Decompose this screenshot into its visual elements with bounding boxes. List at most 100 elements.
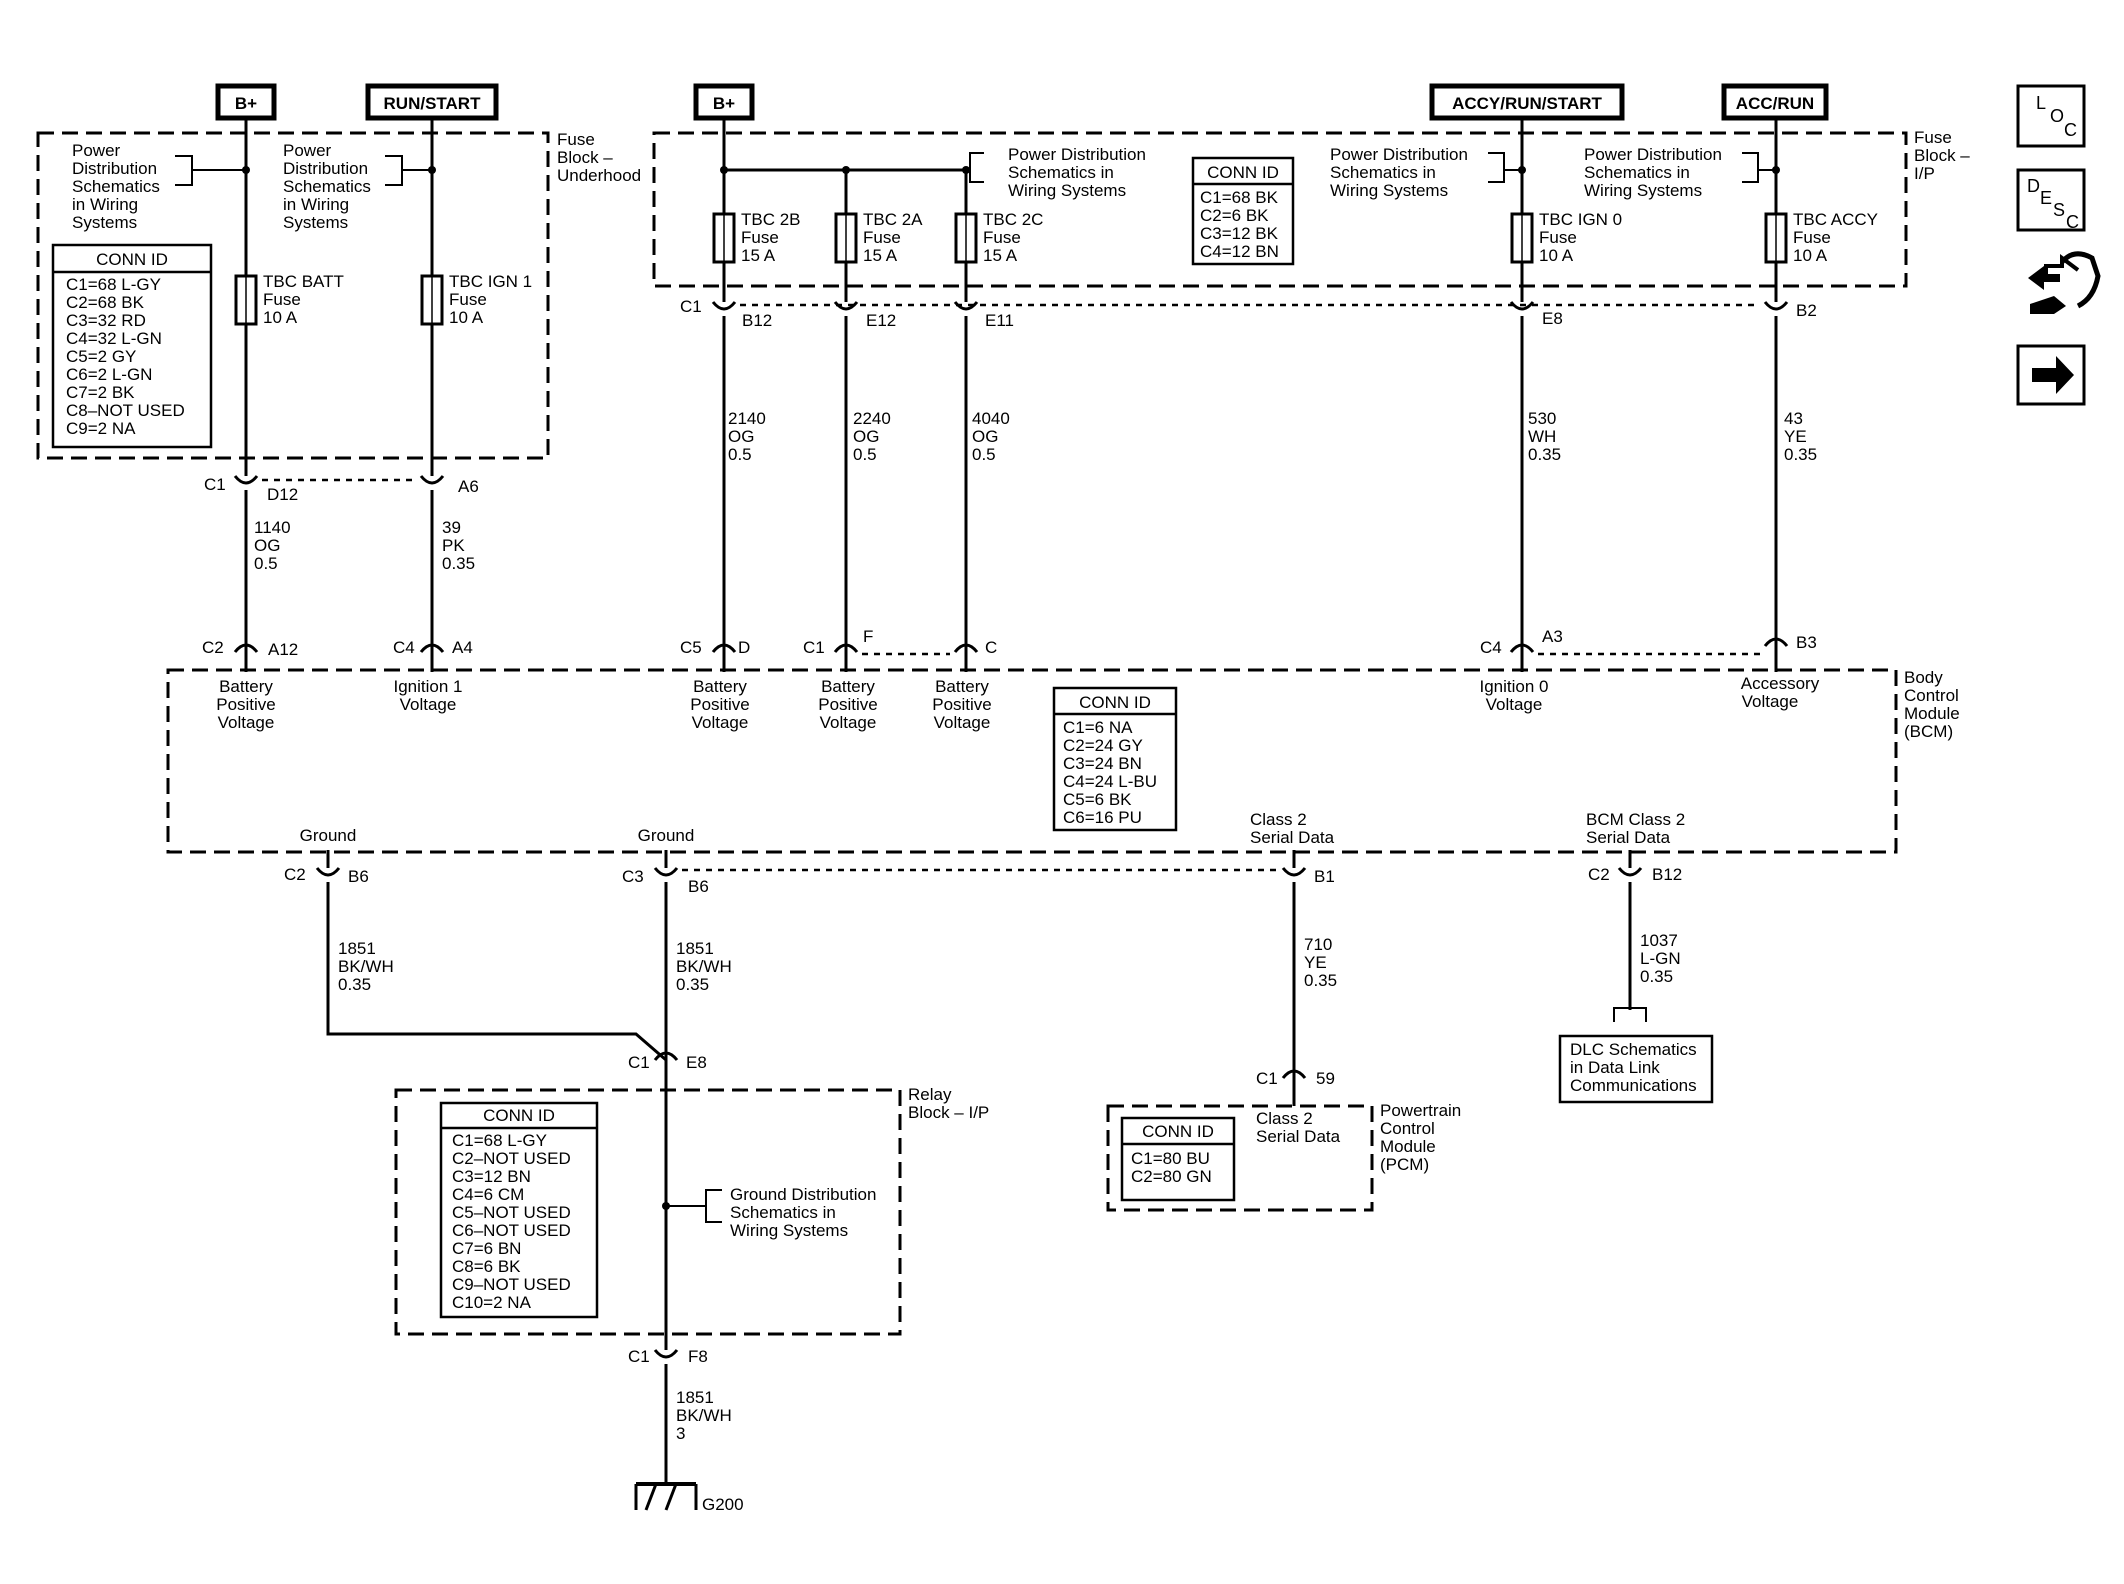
power-distribution-ref-right-2[interactable]: Power Distribution Schematics in Wiring … (1584, 145, 1780, 200)
svg-text:0.5: 0.5 (972, 445, 996, 464)
location-button[interactable]: L O C (2016, 84, 2086, 148)
dlc-schematics-ref[interactable]: DLC Schematics in Data Link Communicatio… (1558, 1007, 1714, 1104)
svg-text:CONN ID: CONN ID (1079, 693, 1151, 712)
bcm-input-ignition-1: Ignition 1 Voltage (394, 677, 463, 714)
svg-text:0.5: 0.5 (728, 445, 752, 464)
bcm-output-ground-1: Ground (300, 826, 357, 845)
svg-text:10 A: 10 A (1793, 246, 1828, 265)
svg-text:B1: B1 (1314, 867, 1335, 886)
svg-text:C1: C1 (204, 475, 226, 494)
bcm-output-ground-2: Ground (638, 826, 695, 845)
svg-text:Powertrain: Powertrain (1380, 1101, 1461, 1120)
power-distribution-ref-mid[interactable]: Power Distribution Schematics in Wiring … (966, 145, 1146, 200)
power-distribution-ref-1[interactable]: Power Distribution Schematics in Wiring … (72, 141, 250, 232)
svg-text:Voltage: Voltage (820, 713, 877, 732)
svg-text:C6=2 L-GN: C6=2 L-GN (66, 365, 152, 384)
svg-text:1851: 1851 (338, 939, 376, 958)
svg-text:4040: 4040 (972, 409, 1010, 428)
svg-text:CONN ID: CONN ID (1142, 1122, 1214, 1141)
svg-text:Distribution: Distribution (72, 159, 157, 178)
svg-text:TBC BATT: TBC BATT (263, 272, 344, 291)
conn-id-ip: CONN ID C1=68 BK C2=6 BK C3=12 BK C4=12 … (1191, 156, 1295, 266)
svg-text:WH: WH (1528, 427, 1556, 446)
svg-text:3: 3 (676, 1424, 685, 1443)
fuse-block-underhood: Fuse Block – Underhood Power Distributio… (36, 118, 641, 504)
svg-text:O: O (2050, 106, 2064, 126)
svg-text:TBC IGN 1: TBC IGN 1 (449, 272, 532, 291)
svg-text:C3=24 BN: C3=24 BN (1063, 754, 1142, 773)
svg-text:Block –: Block – (557, 148, 613, 167)
svg-text:Serial Data: Serial Data (1250, 828, 1335, 847)
description-button[interactable]: D E S C (2016, 168, 2086, 232)
svg-text:Schematics in: Schematics in (1008, 163, 1114, 182)
power-label-bplus-mid: B+ (693, 83, 755, 121)
svg-text:E8: E8 (686, 1053, 707, 1072)
ground-distribution-ref[interactable]: Ground Distribution Schematics in Wiring… (662, 1185, 876, 1240)
bcm-input-battery-1: Battery Positive Voltage (216, 677, 276, 732)
svg-text:C2: C2 (202, 638, 224, 657)
svg-text:Schematics: Schematics (283, 177, 371, 196)
power-distribution-ref-right-1[interactable]: Power Distribution Schematics in Wiring … (1330, 145, 1526, 200)
svg-text:Class 2: Class 2 (1256, 1109, 1313, 1128)
next-arrow-button[interactable] (2016, 344, 2086, 406)
wire-runs-to-bcm (244, 316, 1778, 652)
svg-text:A3: A3 (1542, 627, 1563, 646)
svg-text:1140: 1140 (254, 518, 291, 537)
svg-text:C4=12 BN: C4=12 BN (1200, 242, 1279, 261)
svg-text:15 A: 15 A (741, 246, 776, 265)
svg-text:C3: C3 (622, 867, 644, 886)
svg-text:YE: YE (1784, 427, 1807, 446)
svg-text:Block – I/P: Block – I/P (908, 1103, 989, 1122)
svg-text:TBC ACCY: TBC ACCY (1793, 210, 1878, 229)
power-label-run-start: RUN/START (365, 83, 499, 121)
svg-text:Control: Control (1380, 1119, 1435, 1138)
svg-text:C8=6 BK: C8=6 BK (452, 1257, 521, 1276)
svg-text:C2=80 GN: C2=80 GN (1131, 1167, 1212, 1186)
svg-text:C5=6 BK: C5=6 BK (1063, 790, 1132, 809)
svg-text:C1=68 BK: C1=68 BK (1200, 188, 1279, 207)
svg-text:BK/WH: BK/WH (338, 957, 394, 976)
svg-text:C1: C1 (803, 638, 825, 657)
bcm-output-bcm-class2: BCM Class 2 Serial Data (1586, 810, 1685, 847)
svg-text:C1: C1 (1256, 1069, 1278, 1088)
svg-text:Voltage: Voltage (218, 713, 275, 732)
svg-text:ACC/RUN: ACC/RUN (1736, 94, 1814, 113)
svg-text:A12: A12 (268, 640, 298, 659)
svg-text:Voltage: Voltage (934, 713, 991, 732)
bcm-output-class2: Class 2 Serial Data (1250, 810, 1335, 847)
svg-text:L: L (2036, 93, 2046, 113)
nav-panel: L O C D E S C (2016, 84, 2101, 406)
svg-text:BCM Class 2: BCM Class 2 (1586, 810, 1685, 829)
svg-text:OG: OG (972, 427, 998, 446)
power-distribution-ref-2[interactable]: Power Distribution Schematics in Wiring … (283, 141, 436, 232)
svg-text:F: F (863, 627, 873, 646)
svg-text:F8: F8 (688, 1347, 708, 1366)
svg-text:10 A: 10 A (263, 308, 298, 327)
svg-text:C6–NOT USED: C6–NOT USED (452, 1221, 571, 1240)
svg-text:0.35: 0.35 (338, 975, 371, 994)
svg-text:Power Distribution: Power Distribution (1008, 145, 1146, 164)
svg-text:A6: A6 (458, 477, 479, 496)
power-label-bplus-left: B+ (215, 83, 277, 121)
svg-text:Positive: Positive (932, 695, 992, 714)
wire-label-1140: 1140 OG 0.5 (254, 518, 291, 573)
power-label-acc-run: ACC/RUN (1721, 83, 1829, 121)
svg-text:C1: C1 (680, 297, 702, 316)
svg-text:Fuse: Fuse (449, 290, 487, 309)
svg-text:C8–NOT USED: C8–NOT USED (66, 401, 185, 420)
svg-text:C1=6 NA: C1=6 NA (1063, 718, 1133, 737)
svg-text:C7=6 BN: C7=6 BN (452, 1239, 521, 1258)
svg-text:Fuse: Fuse (1539, 228, 1577, 247)
svg-text:TBC IGN 0: TBC IGN 0 (1539, 210, 1622, 229)
wire-label-43: 43 YE 0.35 (1784, 409, 1817, 464)
connector-tools-icon[interactable] (2028, 251, 2101, 314)
svg-text:Battery: Battery (821, 677, 875, 696)
svg-text:I/P: I/P (1914, 164, 1935, 183)
svg-text:C9–NOT USED: C9–NOT USED (452, 1275, 571, 1294)
svg-text:Battery: Battery (693, 677, 747, 696)
svg-text:C2: C2 (1588, 865, 1610, 884)
power-label-accy-run-start: ACCY/RUN/START (1429, 83, 1625, 121)
svg-text:C4=24 L-BU: C4=24 L-BU (1063, 772, 1157, 791)
wire-label-4040: 4040 OG 0.5 (972, 409, 1010, 464)
svg-text:Voltage: Voltage (1486, 695, 1543, 714)
